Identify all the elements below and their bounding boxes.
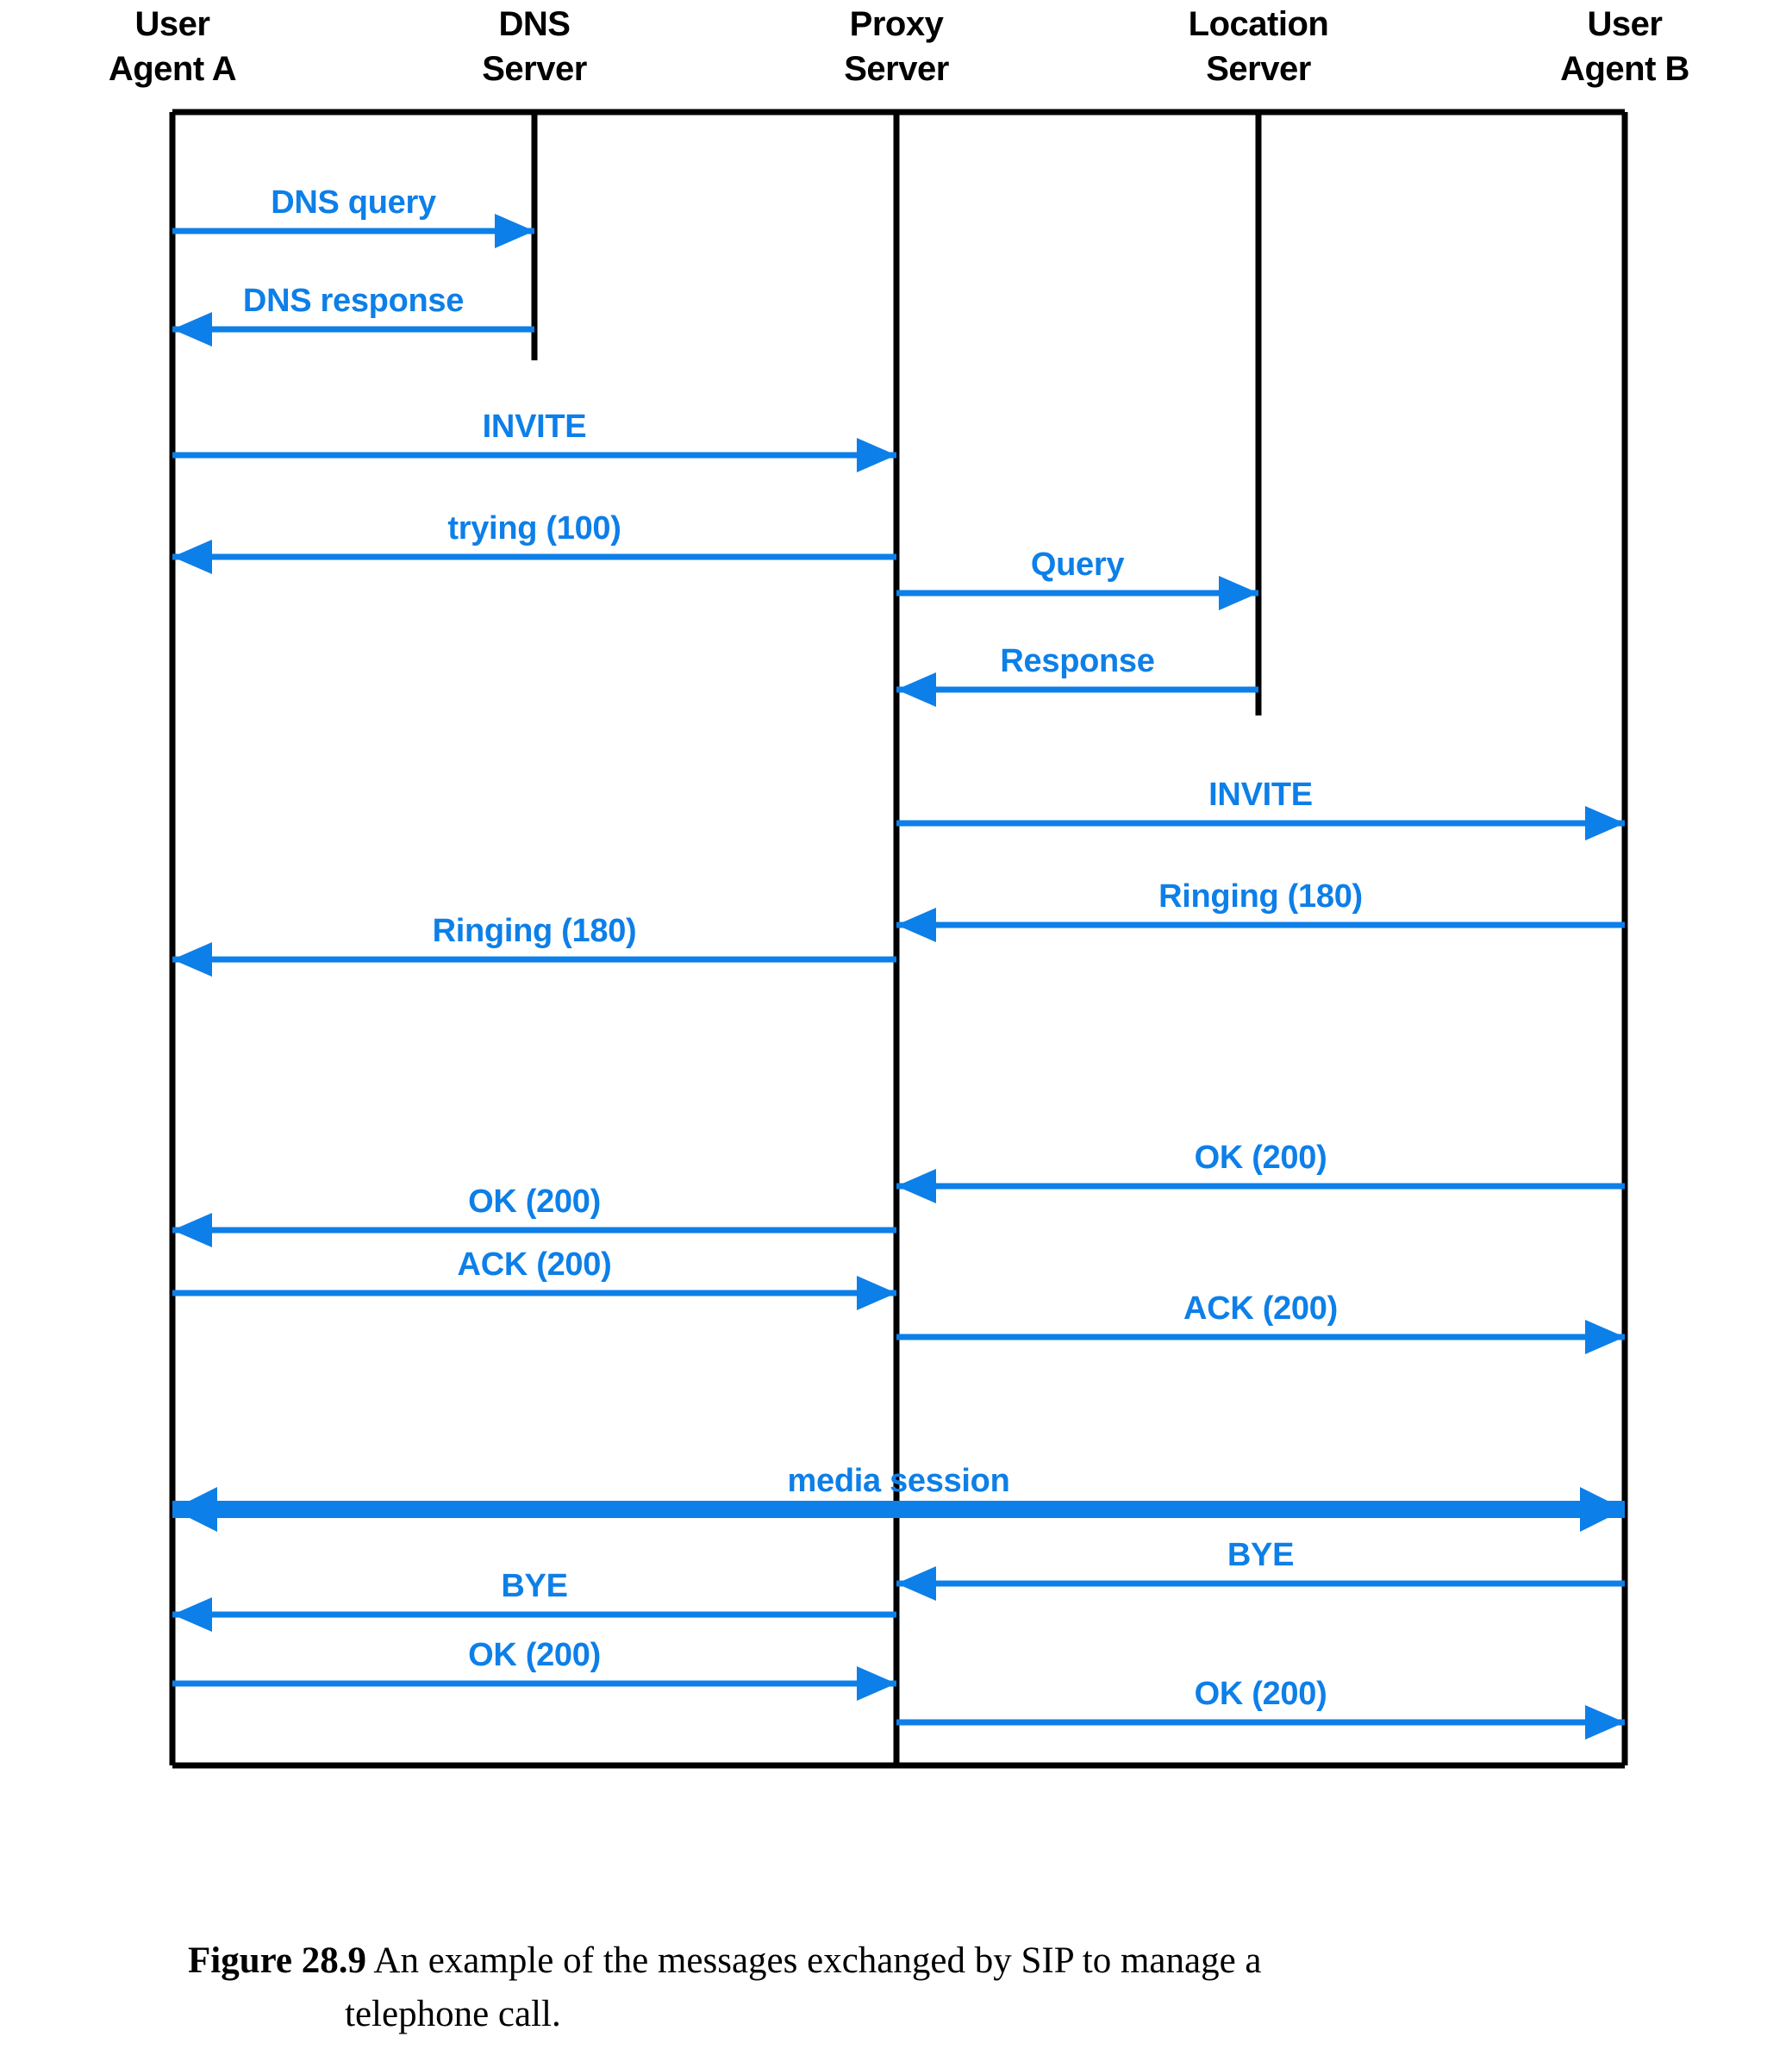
lifeline-header-ua-b: User Agent B <box>1560 5 1689 88</box>
arrow-head <box>1580 1487 1625 1532</box>
message-arrow-m03 <box>172 438 896 472</box>
arrow-head <box>896 908 936 942</box>
message-arrow-m05 <box>896 576 1258 610</box>
message-label-m14: media session <box>787 1463 1010 1499</box>
arrow-head <box>172 312 212 347</box>
arrow-head <box>857 438 896 472</box>
message-label-m13: ACK (200) <box>1183 1290 1338 1327</box>
lifeline-header-proxy: Proxy Server <box>844 5 949 88</box>
arrow-head <box>896 672 936 707</box>
message-arrow-m11 <box>172 1213 896 1247</box>
arrow-head <box>1585 1705 1625 1740</box>
message-arrow-m14 <box>172 1487 1625 1532</box>
lifeline-header-location: Location Server <box>1188 5 1329 88</box>
message-arrow-m04 <box>172 540 896 574</box>
arrow-head <box>495 214 534 248</box>
lifeline-layer <box>169 112 1628 1765</box>
arrow-head <box>1219 576 1258 610</box>
arrow-head <box>896 1566 936 1601</box>
message-label-m09: Ringing (180) <box>432 913 637 949</box>
message-arrow-m17 <box>172 1666 896 1701</box>
message-arrow-m15 <box>896 1566 1625 1601</box>
figure-caption-line1: An example of the messages exchanged by … <box>373 1940 1262 1981</box>
message-layer <box>172 214 1625 1740</box>
message-label-m04: trying (100) <box>447 510 621 547</box>
message-arrow-m13 <box>896 1320 1625 1354</box>
message-arrow-m06 <box>896 672 1258 707</box>
message-arrow-m08 <box>896 908 1625 942</box>
message-label-m10: OK (200) <box>1194 1140 1327 1176</box>
message-arrow-m02 <box>172 312 534 347</box>
message-label-m15: BYE <box>1227 1537 1295 1573</box>
message-label-m12: ACK (200) <box>457 1246 612 1283</box>
arrow-head <box>172 540 212 574</box>
message-arrow-m18 <box>896 1705 1625 1740</box>
message-label-m18: OK (200) <box>1194 1676 1327 1712</box>
arrow-head <box>172 1213 212 1247</box>
message-arrow-m12 <box>172 1276 896 1310</box>
message-arrow-m09 <box>172 942 896 977</box>
figure-caption: Figure 28.9 An example of the messages e… <box>188 1934 1576 2041</box>
message-label-m03: INVITE <box>482 409 587 445</box>
lifeline-header-ua-a: User Agent A <box>108 5 237 88</box>
arrow-head <box>1585 806 1625 840</box>
message-label-m16: BYE <box>501 1568 568 1604</box>
message-label-m02: DNS response <box>242 283 465 319</box>
arrow-head <box>172 1597 212 1632</box>
message-label-m06: Response <box>1000 643 1155 679</box>
message-arrow-m16 <box>172 1597 896 1632</box>
message-arrow-m07 <box>896 806 1625 840</box>
message-label-m08: Ringing (180) <box>1158 878 1363 915</box>
message-label-m11: OK (200) <box>468 1184 601 1220</box>
figure-number: Figure 28.9 <box>188 1940 367 1981</box>
message-arrow-m01 <box>172 214 534 248</box>
arrow-head <box>1585 1320 1625 1354</box>
arrow-head <box>172 1487 217 1532</box>
figure-caption-line2: telephone call. <box>345 1994 561 2034</box>
message-label-m17: OK (200) <box>468 1637 601 1673</box>
lifeline-header-dns: DNS Server <box>482 5 587 88</box>
message-label-m01: DNS query <box>271 184 436 221</box>
message-arrow-m10 <box>896 1169 1625 1203</box>
arrow-head <box>857 1276 896 1310</box>
arrow-head <box>896 1169 936 1203</box>
arrow-head <box>172 942 212 977</box>
message-label-m07: INVITE <box>1208 777 1313 813</box>
arrow-head <box>857 1666 896 1701</box>
message-label-m05: Query <box>1030 547 1125 583</box>
